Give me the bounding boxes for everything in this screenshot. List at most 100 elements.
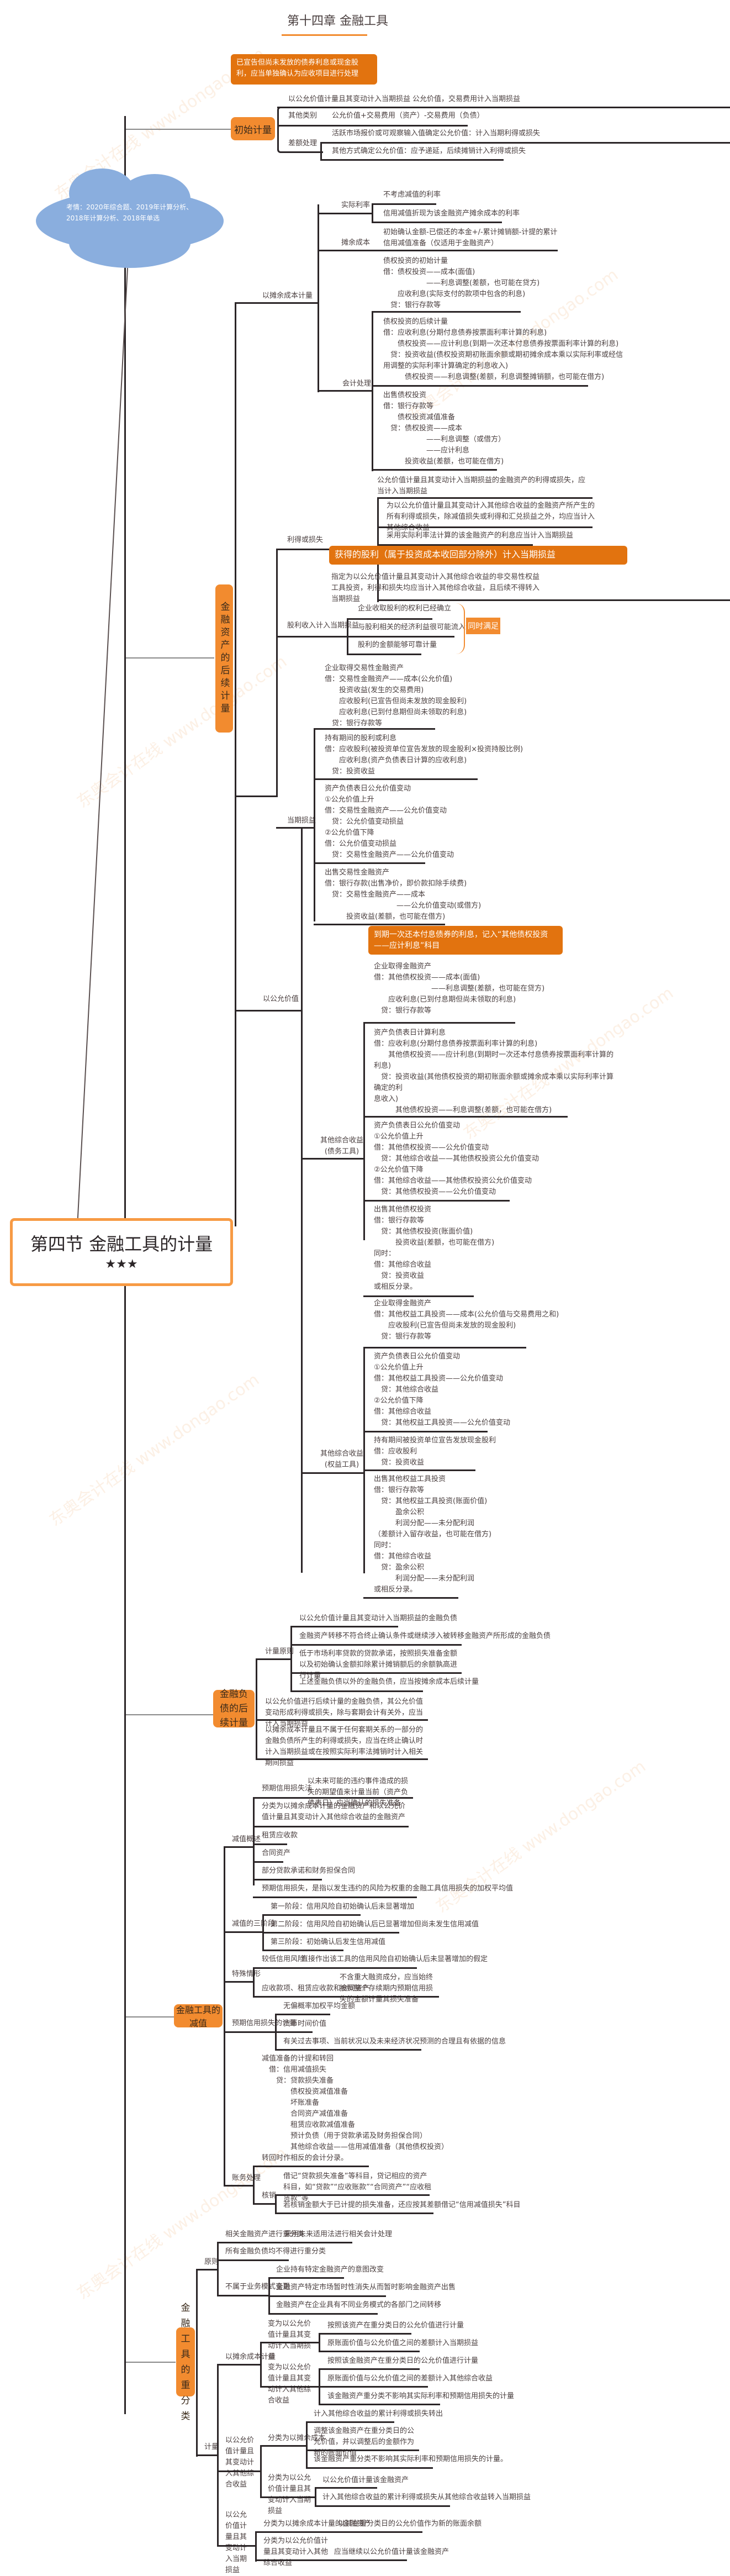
line <box>377 544 533 546</box>
fa-spine <box>235 304 236 1226</box>
fl-item-2: 以摊余成本计量且不属于任何套期关系的一部分的金融负债所产生的利得或损失，应当在终… <box>265 1726 424 1767</box>
line <box>318 250 558 251</box>
line <box>224 2185 254 2187</box>
line <box>319 2333 320 2352</box>
measure-3: 有关过去事项、当前状况以及未来经济状况预测的合理且有依据的信息 <box>283 2037 506 2046</box>
connector <box>126 2362 176 2363</box>
connector <box>126 129 231 130</box>
pl-entry-4: 出售交易性金融资产 借：银行存款(出售净价，即价款扣除手续费) 贷：交易性金融资… <box>325 868 482 921</box>
oci-debt-entry-2: 资产负债表日计算利息 借：应收利息(分期付息债券按票面利率计算的利息) 其他债权… <box>374 1029 614 1114</box>
fl-subsequent-node[interactable]: 金融负债的后续计量 <box>213 1689 255 1729</box>
fa-subsequent-node[interactable]: 金融资产的后续计量 <box>215 584 233 733</box>
ac-to-fvoci-3: 该金融资产重分类不影响其实际利率和预期信用损失的计量 <box>327 2392 515 2400</box>
not-business-model-change-label: 不属于业务模式变更 <box>225 2283 290 2291</box>
fl-principle-label: 计量原则 <box>265 1647 294 1656</box>
ecl-definition: 预期信用损失，是指以发生违约的风险为权重的金融工具信用损失的加权平均值 <box>262 1884 514 1893</box>
line <box>301 1158 364 1160</box>
low-risk-detail: 直接作出该工具的信用风险自初始确认后未显著增加的假定 <box>301 1955 488 1963</box>
line <box>260 2386 320 2388</box>
exam-note-text: 考情：2020年综合题、2019年计算分析、 2018年计算分析、2018年单选 <box>66 203 193 222</box>
reclass-fvoci-label: 以公允价值计量且其变动计入其他综合收益 <box>225 2436 255 2489</box>
line <box>363 1022 365 1240</box>
line <box>347 618 432 620</box>
impairment-node[interactable]: 金融工具的减值 <box>174 2004 223 2029</box>
ecl-detail: 以未来可能的违约事件造成的损失的期望值来计量当前（资产负债表日）应当确认的损失准… <box>308 1777 409 1808</box>
line <box>319 2386 428 2388</box>
line <box>196 2269 218 2271</box>
line <box>306 2467 433 2469</box>
line <box>217 2470 261 2472</box>
other-category-detail: 公允价值+交易费用（资产）-交易费用（负债） <box>332 112 484 120</box>
line <box>315 2487 316 2506</box>
root-node[interactable]: 第四节 金融工具的计量 ★★★ <box>10 1218 233 1286</box>
line <box>276 549 278 797</box>
line <box>290 1690 423 1692</box>
entry-initial: 债权投资的初始计量 借：债权投资——成本(面值) ——利息调整(差额，也可能在贷… <box>383 257 540 309</box>
line <box>320 142 730 144</box>
line <box>262 1932 399 1934</box>
line <box>260 2445 262 2498</box>
dividend-callout: 获得的股利（属于投资成本收回部分除外）计入当期损益 <box>329 546 627 565</box>
fl-p2: 金融资产转移不符合终止确认条件或继续涉入被转移金融资产所形成的金融负债 <box>299 1632 551 1640</box>
gains-losses-label: 利得或损失 <box>287 536 324 544</box>
line <box>217 2364 261 2366</box>
initial-measurement-node[interactable]: 初始计量 <box>231 117 275 140</box>
brace-icon <box>456 603 465 654</box>
receivables-detail: 不含重大融资成分，应当始终按照整个存续期内预期信用损失的金额计量其损失准备 <box>340 1973 433 2004</box>
watermark: 东奥会计在线 www.dongao.com <box>73 651 291 812</box>
line <box>290 1672 462 1674</box>
ac-label: 摊余成本 <box>341 239 371 247</box>
stages-label: 减值的三阶段 <box>232 1920 276 1928</box>
eir-1: 不考虑减值的利率 <box>383 191 441 199</box>
line <box>363 1347 526 1348</box>
line <box>253 2203 275 2205</box>
stage-1: 第一阶段：信用风险自初始确认后未显著增加 <box>271 1903 415 1911</box>
fair-value-label: 以公允价值 <box>263 995 299 1003</box>
fvpl-to-fvoci-label: 分类为以公允价值计量且其变动计入其他综合收益 <box>263 2537 329 2567</box>
line <box>319 2404 440 2405</box>
fvpl-to-fvoci-detail: 应当继续以公允价值计量该金融资产 <box>334 2548 449 2556</box>
line <box>253 1879 322 1880</box>
line <box>377 497 593 499</box>
line <box>253 2166 369 2167</box>
simultaneous-tag: 同时满足 <box>466 618 500 634</box>
line <box>255 2531 422 2533</box>
line <box>314 924 445 925</box>
line <box>372 203 373 223</box>
line <box>217 2242 352 2243</box>
line <box>217 2364 219 2546</box>
line <box>363 1116 568 1118</box>
receivables-label: 应收款项、租赁应收款和合同资产 <box>262 1984 370 1993</box>
oci-debt-entry-1: 企业取得金融资产 借：其他债权投资——成本(面值) ——利息调整(差额，也可能在… <box>374 962 545 1015</box>
line <box>319 2333 411 2335</box>
line <box>314 778 478 780</box>
line <box>253 1967 255 1998</box>
ecl-label: 预期信用损失法 <box>262 1784 313 1793</box>
line <box>363 1295 474 1297</box>
line <box>260 2496 315 2498</box>
line <box>363 1469 475 1471</box>
oci-equity-entry-2: 资产负债表日公允价值变动 ①公允价值上升 借：其他权益工具投资——公允价值变动 … <box>374 1352 511 1427</box>
line <box>275 2049 421 2051</box>
reclassification-node[interactable]: 金融工具的重分类 <box>176 2303 195 2422</box>
ac-detail: 初始确认金额-已偿还的本金+/-累计摊销额-计提的累计信用减值准备（仅适用于金融… <box>383 228 558 247</box>
measure-2: 货币时间价值 <box>283 2020 327 2028</box>
reclass-ac-label: 以摊余成本计量 <box>225 2353 276 2361</box>
diff-2: 其他方式确定公允价值：应予递延，后续摊销计入利得或损失 <box>332 147 526 155</box>
line <box>301 1472 364 1474</box>
fvpl-to-ac-label: 分类为以摊余成本计量的金融资产 <box>263 2520 372 2528</box>
ac-to-fvpl-label: 变为以公允价值计量且其变动计入当期损益 <box>268 2320 311 2361</box>
line <box>253 1861 283 1863</box>
scope-1: 分类为以摊余成本计量的金融资产和以公允价值计量且其变动计入其他综合收益的金融资产 <box>262 1802 406 1821</box>
oci-equity-entry-1: 企业取得金融资产 借：其他权益工具投资——成本(公允价值与交易费用之和) 应收股… <box>374 1299 559 1341</box>
line <box>262 1914 361 1916</box>
line <box>268 2313 378 2315</box>
title-underline <box>282 34 367 36</box>
fvtpl-detail: 公允价值，交易费用计入当期损益 <box>412 95 521 103</box>
diff-1: 活跃市场报价或可观察输入值确定公允价值：计入当期利得或损失 <box>332 129 541 138</box>
scope-4: 部分贷款承诺和财务担保合同 <box>262 1867 356 1875</box>
line <box>253 1967 417 1969</box>
line <box>217 2545 256 2547</box>
line <box>275 2212 433 2214</box>
dividend-label: 股利收入计入当期损益 <box>287 621 359 630</box>
